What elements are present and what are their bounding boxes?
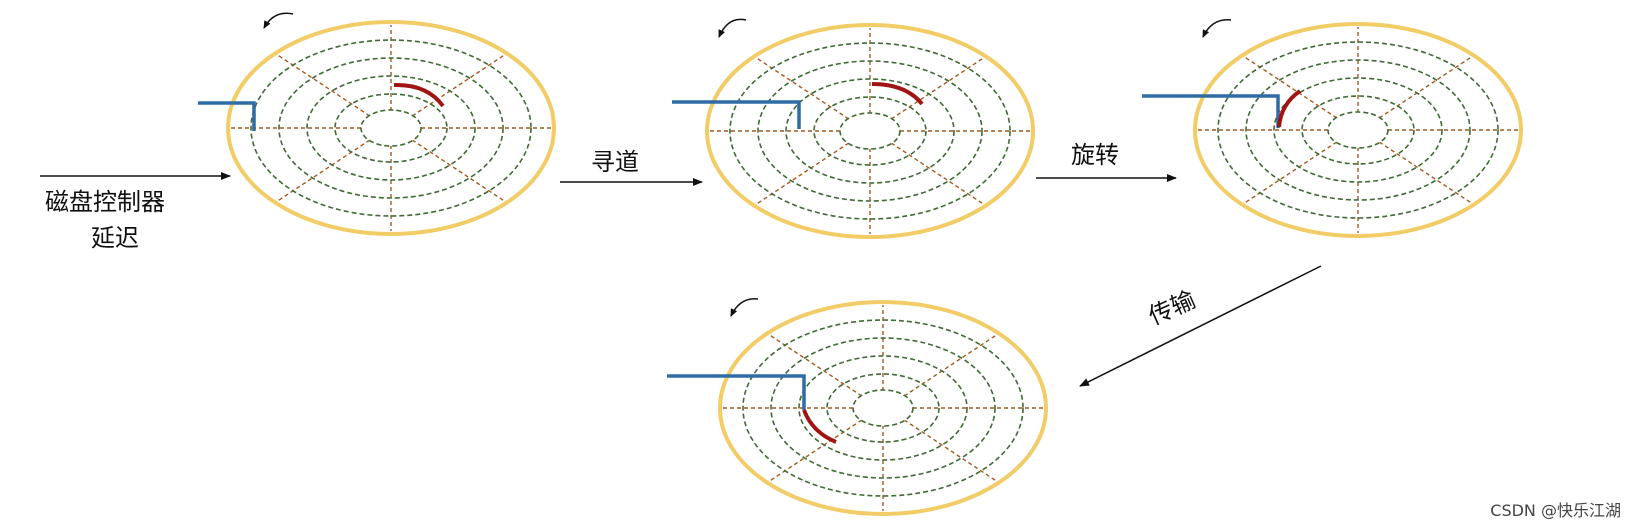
data-sector-arc — [393, 82, 445, 108]
data-sector-arc — [871, 82, 924, 106]
disk-4 — [667, 298, 1048, 516]
controller-delay-label-line2: 延迟 — [91, 224, 139, 252]
controller-delay-label-line1: 磁盘控制器 — [45, 188, 165, 216]
track — [1245, 59, 1471, 201]
track — [826, 373, 940, 443]
watermark: CSDN @快乐江湖 — [1490, 501, 1621, 520]
disk-2 — [672, 18, 1035, 239]
read-write-arm-icon — [667, 374, 806, 410]
disk-platter — [226, 20, 556, 236]
sector-line — [411, 54, 505, 117]
track — [278, 57, 504, 199]
sector-line — [903, 334, 997, 397]
track — [306, 75, 476, 181]
seek-label: 寻道 — [591, 148, 639, 176]
sector-line — [890, 142, 984, 205]
read-write-arm-icon — [1142, 94, 1280, 128]
sector-line — [1378, 141, 1472, 204]
track — [798, 355, 968, 461]
track — [1217, 41, 1499, 219]
track — [334, 93, 448, 163]
track — [785, 78, 955, 184]
track — [1301, 95, 1415, 165]
rotation-direction-icon — [1202, 19, 1232, 38]
track — [839, 112, 901, 150]
sector-line — [1378, 56, 1472, 119]
disk-3 — [1142, 19, 1523, 238]
disk-platter — [1193, 22, 1523, 238]
sector-line — [890, 57, 984, 120]
track — [757, 60, 983, 202]
rotation-direction-icon — [730, 298, 759, 317]
disk-platter — [705, 23, 1035, 239]
track — [813, 96, 927, 166]
track — [1273, 77, 1443, 183]
track — [729, 42, 1011, 220]
track — [852, 389, 914, 427]
track — [770, 337, 996, 479]
rotate-label: 旋转 — [1071, 141, 1119, 169]
track — [742, 319, 1024, 497]
read-write-arm-icon — [672, 100, 801, 129]
track — [360, 109, 422, 147]
rotation-direction-icon — [718, 18, 747, 38]
sector-line — [903, 419, 997, 482]
track — [1327, 111, 1389, 149]
data-sector-arc — [1277, 89, 1302, 128]
sector-line — [411, 139, 505, 202]
data-sector-arc — [802, 409, 837, 444]
arrow-icon — [1079, 265, 1322, 387]
read-write-arm-icon — [198, 101, 256, 131]
disk-platter — [718, 300, 1048, 516]
disk-1 — [198, 12, 556, 236]
rotation-direction-icon — [263, 12, 294, 29]
track — [250, 39, 532, 217]
